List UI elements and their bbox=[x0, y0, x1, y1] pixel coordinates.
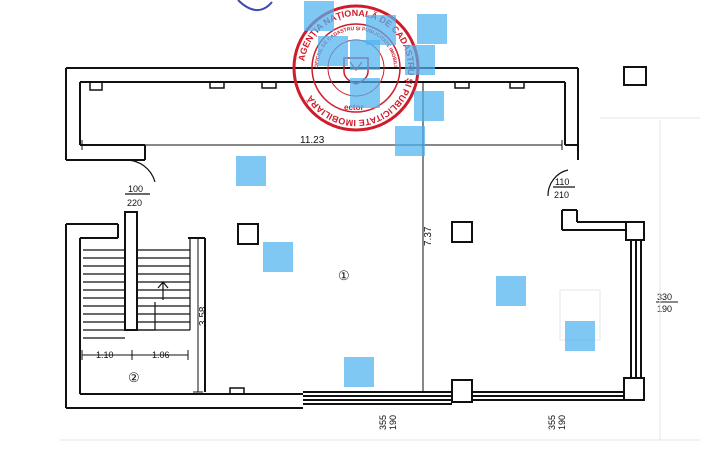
dim-stair-height-label: 3.58 bbox=[198, 306, 209, 326]
dim-height-label: 7.37 bbox=[423, 226, 434, 246]
signature-stroke bbox=[237, 0, 273, 11]
window-right-height: 190 bbox=[657, 304, 672, 314]
door-left bbox=[124, 159, 156, 195]
door-left-width: 100 bbox=[128, 184, 143, 194]
door-left-height: 220 bbox=[127, 198, 142, 208]
door-right-width: 110 bbox=[555, 177, 569, 187]
window-bottom-left-height: 190 bbox=[388, 415, 398, 430]
room-label-main: ① bbox=[338, 268, 350, 283]
dim-line-stair-width bbox=[81, 350, 189, 360]
window-right-width: 330 bbox=[657, 292, 672, 302]
door-right-height: 210 bbox=[554, 190, 569, 200]
door-right bbox=[547, 169, 575, 197]
pillars bbox=[237, 221, 473, 245]
dim-line-width bbox=[81, 140, 563, 150]
staircase bbox=[83, 211, 191, 339]
dim-stair-left-label: 1.10 bbox=[96, 350, 114, 360]
highlight-squares bbox=[236, 1, 595, 387]
window-bottom-right-width: 355 bbox=[547, 415, 557, 430]
room-label-stair: ② bbox=[128, 370, 140, 385]
dim-line-stair-height bbox=[193, 237, 203, 393]
dim-width-label: 11.23 bbox=[300, 135, 325, 146]
window-bottom-right-height: 190 bbox=[557, 415, 567, 430]
window-bottom-left-width: 355 bbox=[378, 415, 388, 430]
wall-notches bbox=[89, 82, 525, 394]
dim-stair-right-label: 1.06 bbox=[152, 350, 170, 360]
